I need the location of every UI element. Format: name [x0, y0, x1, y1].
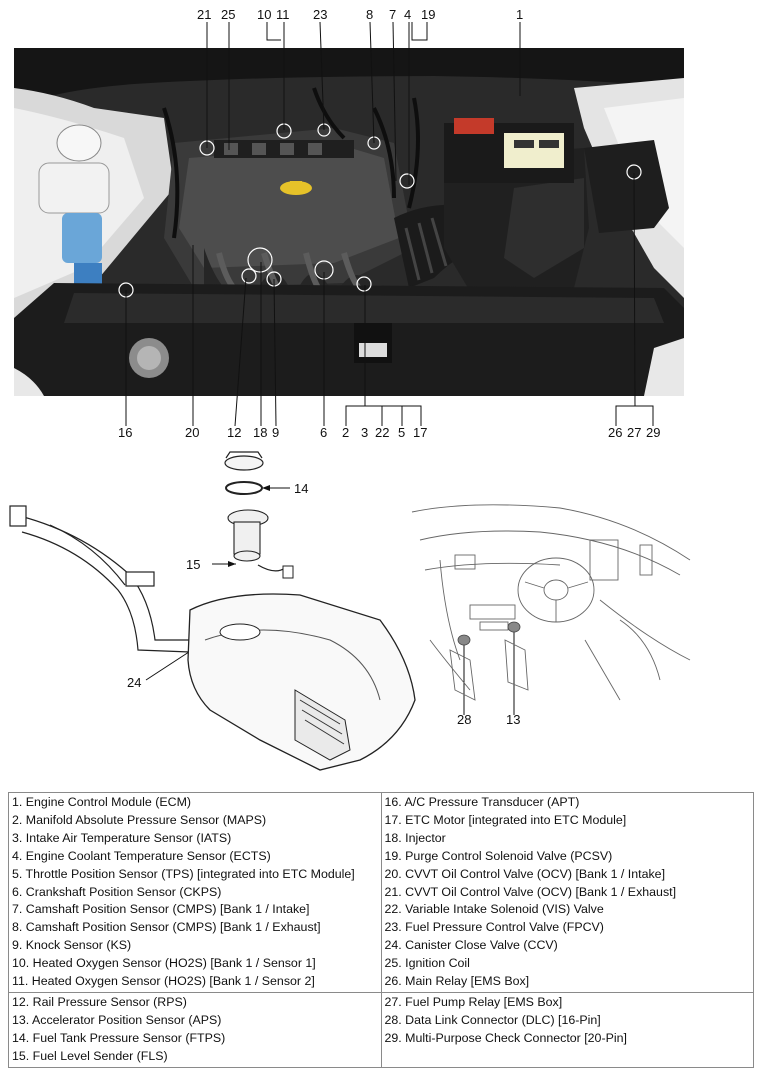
callout-19: 19 [421, 7, 436, 22]
legend-item: 1. Engine Control Module (ECM) [12, 795, 192, 809]
legend-item: 15. Fuel Level Sender (FLS) [12, 1048, 168, 1063]
callout-24: 24 [127, 675, 142, 690]
callout-12: 12 [227, 425, 242, 440]
legend-item: 6. Crankshaft Position Sensor (CKPS) [12, 884, 222, 899]
legend-item: 11. Heated Oxygen Sensor (HO2S) [Bank 1 … [12, 974, 315, 989]
legend-item: 17. ETC Motor [integrated into ETC Modul… [384, 812, 627, 827]
callout-15: 15 [186, 557, 201, 572]
legend-item: 8. Camshaft Position Sensor (CMPS) [Bank… [12, 920, 321, 935]
legend-item: 22. Variable Intake Solenoid (VIS) Valve [384, 902, 604, 917]
legend-item: 16. A/C Pressure Transducer (APT) [384, 795, 580, 809]
callout-18: 18 [253, 425, 268, 440]
callout-21: 21 [197, 7, 212, 22]
callout-13: 13 [506, 712, 521, 727]
legend-item: 29. Multi-Purpose Check Connector [20-Pi… [384, 1030, 627, 1045]
legend-item: 27. Fuel Pump Relay [EMS Box] [384, 994, 563, 1009]
callout-28: 28 [457, 712, 472, 727]
callout-6: 6 [320, 425, 328, 440]
legend-item: 23. Fuel Pressure Control Valve (FPCV) [384, 920, 604, 935]
callout-2: 2 [342, 425, 350, 440]
legend-item: 14. Fuel Tank Pressure Sensor (FTPS) [12, 1030, 226, 1045]
callout-4: 4 [404, 7, 412, 22]
legend-cell-right-2: 27. Fuel Pump Relay [EMS Box] 28. Data L… [380, 991, 754, 1068]
legend-item: 2. Manifold Absolute Pressure Sensor (MA… [12, 812, 267, 827]
legend-item: 20. CVVT Oil Control Valve (OCV) [Bank 1… [384, 866, 666, 881]
callout-17: 17 [413, 425, 428, 440]
legend-item: 25. Ignition Coil [384, 956, 470, 971]
legend-item: 18. Injector [384, 830, 446, 845]
callout-23: 23 [313, 7, 328, 22]
legend-item: 28. Data Link Connector (DLC) [16-Pin] [384, 1012, 601, 1027]
legend-item: 9. Knock Sensor (KS) [12, 938, 132, 953]
legend-row-1: 1. Engine Control Module (ECM) 2. Manifo… [8, 792, 754, 993]
callout-25: 25 [221, 7, 236, 22]
legend-cell-left-2: 12. Rail Pressure Sensor (RPS) 13. Accel… [8, 991, 382, 1068]
callout-29: 29 [646, 425, 661, 440]
legend-item: 10. Heated Oxygen Sensor (HO2S) [Bank 1 … [12, 956, 316, 971]
leader-lines-and-illustrations [9, 21, 691, 771]
legend-item: 12. Rail Pressure Sensor (RPS) [12, 994, 187, 1009]
legend-row-2: 12. Rail Pressure Sensor (RPS) 13. Accel… [8, 991, 754, 1068]
callout-20: 20 [185, 425, 200, 440]
callout-9: 9 [272, 425, 280, 440]
legend-cell-left-1: 1. Engine Control Module (ECM) 2. Manifo… [8, 792, 382, 993]
legend-item: 7. Camshaft Position Sensor (CMPS) [Bank… [12, 902, 310, 917]
callout-11: 11 [276, 7, 290, 22]
legend-cell-right-1: 16. A/C Pressure Transducer (APT) 17. ET… [380, 792, 754, 993]
component-legend-table: 1. Engine Control Module (ECM) 2. Manifo… [8, 792, 754, 1068]
callout-1: 1 [516, 7, 524, 22]
callout-10: 10 [257, 7, 272, 22]
legend-item: 21. CVVT Oil Control Valve (OCV) [Bank 1… [384, 884, 677, 899]
legend-item: 5. Throttle Position Sensor (TPS) [integ… [12, 866, 355, 881]
callout-3: 3 [361, 425, 369, 440]
engine-bay-photo [14, 48, 684, 396]
callout-5: 5 [398, 425, 406, 440]
legend-item: 26. Main Relay [EMS Box] [384, 974, 530, 989]
legend-item: 13. Accelerator Position Sensor (APS) [12, 1012, 222, 1027]
callout-26: 26 [608, 425, 623, 440]
callout-14: 14 [294, 481, 309, 496]
legend-item: 24. Canister Close Valve (CCV) [384, 938, 558, 953]
legend-item: 3. Intake Air Temperature Sensor (IATS) [12, 830, 232, 845]
callout-16: 16 [118, 425, 133, 440]
legend-item: 4. Engine Coolant Temperature Sensor (EC… [12, 848, 271, 863]
callout-22: 22 [375, 425, 390, 440]
callout-8: 8 [366, 7, 374, 22]
legend-item: 19. Purge Control Solenoid Valve (PCSV) [384, 848, 613, 863]
callout-27: 27 [627, 425, 642, 440]
callout-7: 7 [389, 7, 397, 22]
